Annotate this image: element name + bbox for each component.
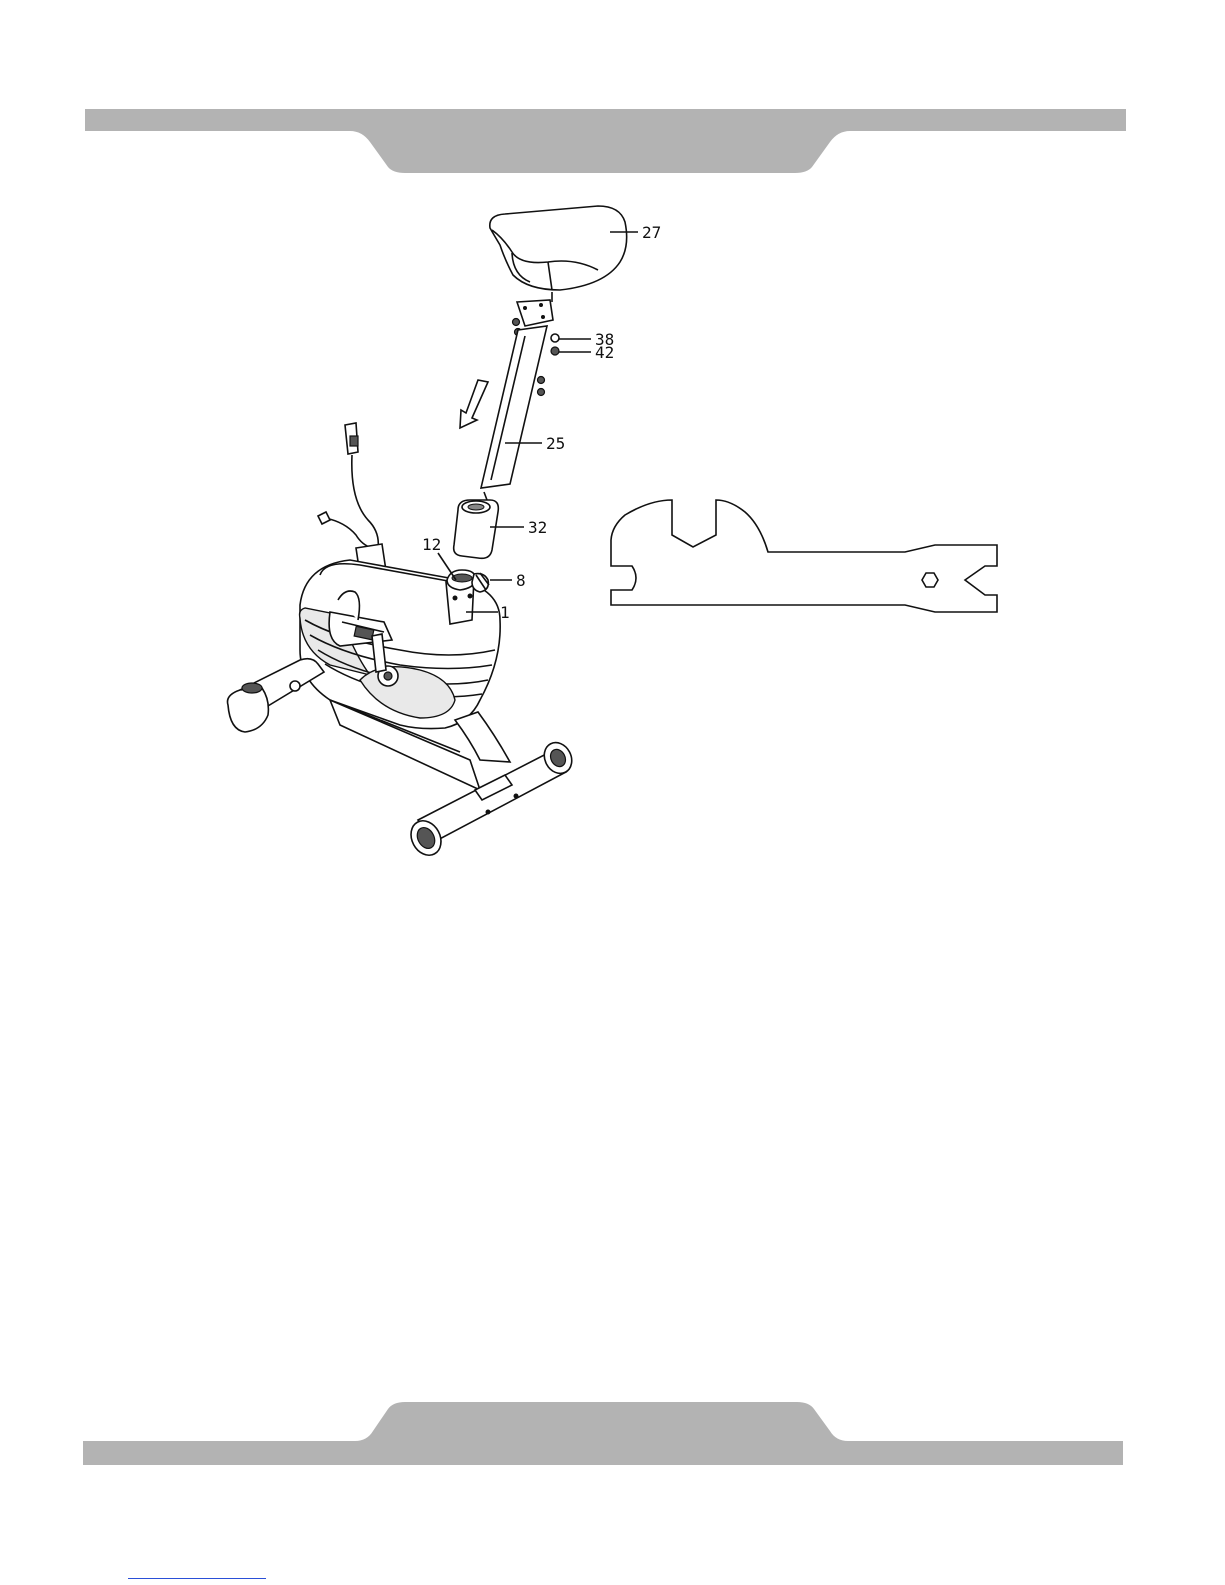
bike-illustration: 27 38 42 25 32 12 8 1 — [228, 206, 662, 860]
callout-seat-post: 25 — [546, 434, 565, 453]
footer-link-underline[interactable] — [128, 1578, 266, 1579]
seat-post-part — [481, 326, 547, 488]
callout-seat: 27 — [642, 223, 661, 242]
wrench-icon — [611, 500, 997, 612]
callout-knob-right: 8 — [516, 571, 526, 590]
callout-nut: 42 — [595, 343, 614, 362]
bushing-part — [454, 500, 499, 558]
header-band — [85, 109, 1126, 173]
callout-knob-left: 12 — [422, 535, 441, 554]
adjustment-knob-part — [472, 573, 489, 592]
callout-bushing: 32 — [528, 518, 547, 537]
frame-seat-tube — [446, 570, 476, 624]
callout-frame: 1 — [500, 603, 510, 622]
console-bracket-part — [318, 423, 378, 548]
footer-band — [83, 1402, 1123, 1465]
seat-part — [490, 206, 627, 290]
direction-arrow-icon — [460, 380, 488, 428]
